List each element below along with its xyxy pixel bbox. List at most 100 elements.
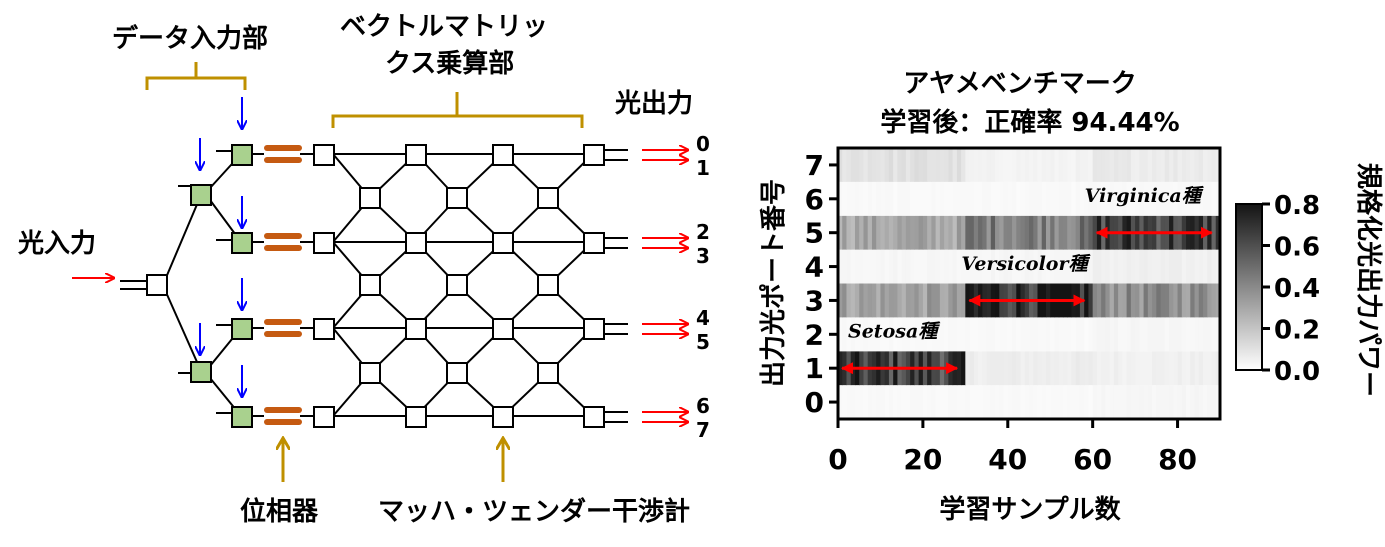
heatmap-cell [905, 283, 911, 318]
heatmap-cell [1194, 148, 1200, 182]
heatmap-cell [1033, 351, 1039, 386]
heatmap-cell [880, 283, 886, 318]
heatmap-cell [948, 148, 954, 182]
heatmap-cell [910, 317, 915, 352]
heatmap-cell [1045, 215, 1051, 250]
heatmap-cell [1105, 283, 1111, 318]
heatmap-cell [897, 283, 903, 318]
heatmap-cell [1062, 385, 1068, 420]
light-output-label: 光出力 [614, 89, 693, 119]
heatmap-cell [1139, 148, 1145, 182]
heatmap-cell [910, 181, 915, 216]
heatmap-cell [1113, 317, 1119, 352]
heatmap-cell [897, 385, 903, 420]
heatmap-cell [1113, 351, 1119, 386]
heatmap-cell [1050, 249, 1056, 284]
heatmap-cell [931, 215, 937, 250]
heatmap-cell [880, 181, 886, 216]
heatmap-cell [1088, 351, 1094, 386]
heatmap-cell [1067, 317, 1073, 352]
heatmap-cell [969, 249, 975, 284]
heatmap-cell [1152, 148, 1157, 182]
heatmap-cell [1050, 385, 1056, 420]
heatmap-cell [1152, 249, 1157, 284]
heatmap-cell [1029, 148, 1034, 182]
heatmap-cell [1203, 317, 1208, 352]
heatmap-cell [871, 148, 877, 182]
heatmap-cell [1096, 351, 1102, 386]
heatmap-cell [948, 181, 954, 216]
heatmap-cell [1211, 181, 1217, 216]
heatmap-cell [922, 249, 928, 284]
heatmap-cell [1215, 181, 1221, 216]
heatmap-cell [838, 317, 843, 352]
heatmap-cell [1203, 283, 1208, 318]
heatmap-cell [1190, 249, 1196, 284]
heatmap-cell [1075, 249, 1081, 284]
heatmap-cell [1118, 317, 1123, 352]
heatmap-cell [1173, 283, 1179, 318]
vector-matrix-label-line2: クス乗算部 [385, 48, 514, 79]
heatmap-cell [1054, 249, 1060, 284]
plot-frame [836, 146, 1222, 421]
heatmap-cell [944, 283, 949, 318]
heatmap-cell [939, 385, 945, 420]
data-modulators [231, 144, 253, 428]
heatmap-cell [1139, 351, 1145, 386]
heatmap-cell [965, 385, 971, 420]
heatmap-cell [859, 385, 865, 420]
heatmap-cell [961, 385, 966, 420]
heatmap-cell [1211, 317, 1217, 352]
heatmap-cell [1033, 148, 1039, 182]
heatmap-cell [935, 283, 941, 318]
heatmap-cell [901, 215, 907, 250]
heatmap-cell [859, 148, 865, 182]
heatmap-cell [1181, 249, 1187, 284]
heatmap-cell [965, 317, 971, 352]
heatmap-cell [1101, 351, 1106, 386]
heatmap-cell [893, 317, 899, 352]
heatmap-cell [914, 215, 920, 250]
heatmap-cell [1113, 249, 1119, 284]
heatmap-cell [1122, 249, 1128, 284]
heatmap-cell [1003, 215, 1009, 250]
heatmap-cell [1215, 283, 1221, 318]
heatmap-cell [1050, 351, 1056, 386]
heatmap-cell [850, 283, 856, 318]
heatmap-cell [982, 148, 988, 182]
heatmap-cell [1186, 283, 1191, 318]
heatmap-cell [969, 215, 975, 250]
heatmap-cell [1041, 148, 1047, 182]
heatmap-cell [1207, 249, 1213, 284]
heatmap-cell [1190, 317, 1196, 352]
heatmap-cell [842, 148, 848, 182]
heatmap-cell [1067, 148, 1073, 182]
heatmap-cell [1109, 317, 1115, 352]
heatmap-cell [1050, 181, 1056, 216]
heatmap-cell [897, 148, 903, 182]
heatmap-cell [931, 283, 937, 318]
heatmap-cell [1194, 283, 1200, 318]
heatmap-cell [1177, 283, 1183, 318]
port-label-1: 1 [696, 156, 710, 180]
heatmap-cell [982, 249, 988, 284]
heatmap-cell [842, 385, 848, 420]
heatmap-cell [1101, 148, 1106, 182]
heatmap-cell [1109, 249, 1115, 284]
heatmap-cell [1016, 215, 1022, 250]
heatmap-cell [1164, 249, 1170, 284]
heatmap-cell [999, 249, 1005, 284]
heatmap-cell [982, 317, 988, 352]
heatmap-cell [1024, 148, 1030, 182]
heatmap-cell [914, 148, 920, 182]
heatmap-cell [1211, 148, 1217, 182]
heatmap-cell [1012, 317, 1017, 352]
heatmap-cell [1169, 181, 1174, 216]
heatmap-cell [1156, 351, 1162, 386]
heatmap-cell [897, 181, 903, 216]
heatmap-cell [1181, 317, 1187, 352]
heatmap-cell [956, 148, 962, 182]
heatmap-cell [863, 317, 869, 352]
heatmap-cell [867, 148, 873, 182]
heatmap-cell [1024, 317, 1030, 352]
